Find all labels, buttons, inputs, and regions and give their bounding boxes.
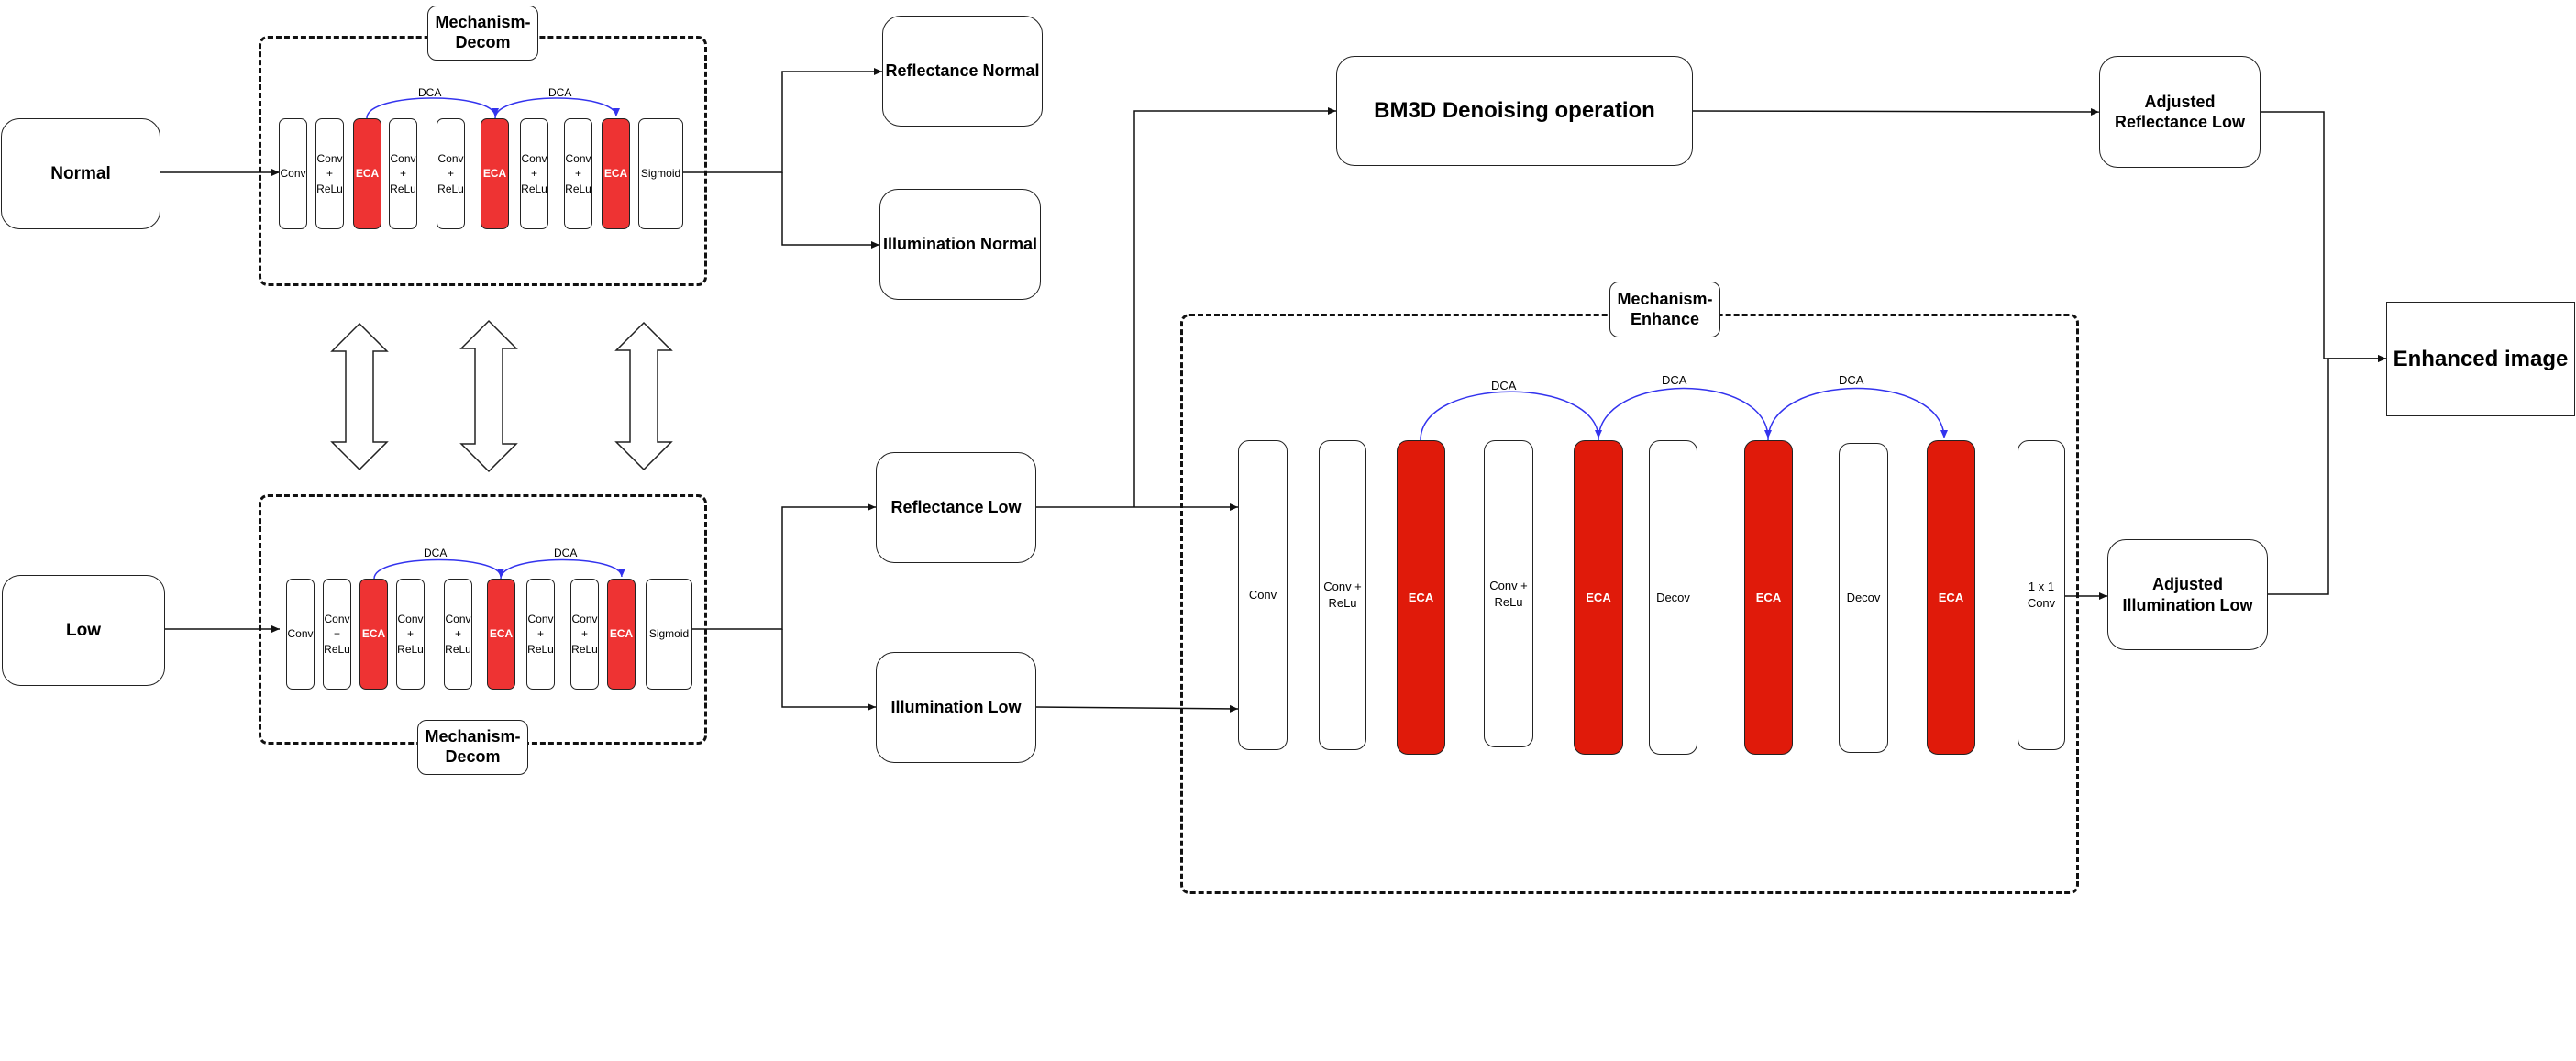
dca-arc xyxy=(494,97,620,119)
bm3d-box: BM3D Denoising operation xyxy=(1336,56,1693,166)
input-low-box: Low xyxy=(2,575,165,686)
decom-bottom-conv: Conv xyxy=(286,579,315,690)
arrow-reflectance-low-to-bm3d xyxy=(1133,107,1336,507)
dca-label: DCA xyxy=(418,86,442,99)
decom-top-conv: Conv xyxy=(279,118,307,229)
decom-top-conv-relu: Conv + ReLu xyxy=(389,118,417,229)
enhance-conv-relu: Conv + ReLu xyxy=(1319,440,1366,750)
input-normal-label: Normal xyxy=(50,163,111,183)
double-arrow-icon xyxy=(330,322,389,471)
adjusted-illumination-low-label: Adjusted Illumination Low xyxy=(2122,575,2253,614)
enhance-title: Mechanism- Enhance xyxy=(1609,282,1720,337)
enhanced-image-label: Enhanced image xyxy=(2393,346,2569,371)
decom-bottom-title: Mechanism- Decom xyxy=(417,720,528,775)
dca-label: DCA xyxy=(548,86,572,99)
arrow-adjusted-reflectance-to-enhanced xyxy=(2261,111,2386,362)
reflectance-low-label: Reflectance Low xyxy=(890,498,1022,517)
decom-top-eca: ECA xyxy=(602,118,630,229)
decom-bottom-conv-relu: Conv + ReLu xyxy=(444,579,472,690)
bm3d-label: BM3D Denoising operation xyxy=(1374,98,1655,123)
arrow-adjusted-illumination-to-enhanced xyxy=(2268,355,2386,595)
decom-top-conv-relu: Conv + ReLu xyxy=(564,118,592,229)
decom-top-eca: ECA xyxy=(481,118,509,229)
enhance-eca: ECA xyxy=(1397,440,1445,755)
illumination-low-label: Illumination Low xyxy=(890,698,1022,717)
dca-arc xyxy=(1767,387,1948,441)
decom-top-title: Mechanism- Decom xyxy=(427,6,538,61)
double-arrow-icon xyxy=(614,321,673,471)
dca-arc xyxy=(500,558,625,580)
decom-top-sigmoid: Sigmoid xyxy=(638,118,683,229)
dca-arc xyxy=(1420,391,1602,441)
enhance-conv-1x1: 1 x 1 Conv xyxy=(2018,440,2065,750)
adjusted-reflectance-low-label: Adjusted Reflectance Low xyxy=(2114,92,2246,132)
input-low-label: Low xyxy=(66,620,101,640)
dca-label: DCA xyxy=(1839,373,1864,387)
decom-top-eca: ECA xyxy=(353,118,381,229)
split-top-decom-lower xyxy=(781,172,879,249)
illumination-low-box: Illumination Low xyxy=(876,652,1036,763)
adjusted-reflectance-low-box: Adjusted Reflectance Low xyxy=(2099,56,2261,168)
split-bottom-decom-lower xyxy=(781,629,876,711)
enhanced-image-box: Enhanced image xyxy=(2386,302,2575,416)
decom-bottom-conv-relu: Conv + ReLu xyxy=(323,579,351,690)
reflectance-low-box: Reflectance Low xyxy=(876,452,1036,563)
split-bottom-decom xyxy=(692,503,876,630)
decom-bottom-sigmoid: Sigmoid xyxy=(646,579,692,690)
dca-arc xyxy=(1598,387,1772,441)
decom-top-conv-relu: Conv + ReLu xyxy=(520,118,548,229)
decom-bottom-conv-relu: Conv + ReLu xyxy=(526,579,555,690)
enhance-conv: Conv xyxy=(1238,440,1288,750)
arrow-illumination-low-to-enhance xyxy=(1035,704,1239,713)
decom-bottom-conv-relu: Conv + ReLu xyxy=(396,579,425,690)
illumination-normal-box: Illumination Normal xyxy=(879,189,1041,300)
decom-top-conv-relu: Conv + ReLu xyxy=(437,118,465,229)
reflectance-normal-label: Reflectance Normal xyxy=(885,61,1040,81)
dca-label: DCA xyxy=(554,547,578,559)
enhance-conv-relu: Conv + ReLu xyxy=(1484,440,1533,747)
enhance-eca: ECA xyxy=(1574,440,1623,755)
adjusted-illumination-low-box: Adjusted Illumination Low xyxy=(2107,539,2268,650)
enhance-eca: ECA xyxy=(1744,440,1793,755)
dca-arc xyxy=(373,558,504,580)
reflectance-normal-box: Reflectance Normal xyxy=(882,16,1043,127)
decom-bottom-eca: ECA xyxy=(607,579,636,690)
decom-bottom-eca: ECA xyxy=(487,579,515,690)
double-arrow-icon xyxy=(459,319,518,473)
decom-bottom-conv-relu: Conv + ReLu xyxy=(570,579,599,690)
dca-label: DCA xyxy=(1662,373,1687,387)
decom-bottom-eca: ECA xyxy=(359,579,388,690)
illumination-normal-label: Illumination Normal xyxy=(882,235,1037,254)
arrow-bm3d-to-adjusted-reflectance xyxy=(1692,107,2100,116)
enhance-eca: ECA xyxy=(1927,440,1975,755)
enhance-decov: Decov xyxy=(1649,440,1697,755)
dca-arc xyxy=(366,97,499,119)
dca-label: DCA xyxy=(1491,379,1517,392)
split-top-decom xyxy=(683,68,882,173)
enhance-decov: Decov xyxy=(1839,443,1888,753)
input-normal-box: Normal xyxy=(1,118,160,229)
decom-top-conv-relu: Conv + ReLu xyxy=(315,118,344,229)
dca-label: DCA xyxy=(424,547,448,559)
